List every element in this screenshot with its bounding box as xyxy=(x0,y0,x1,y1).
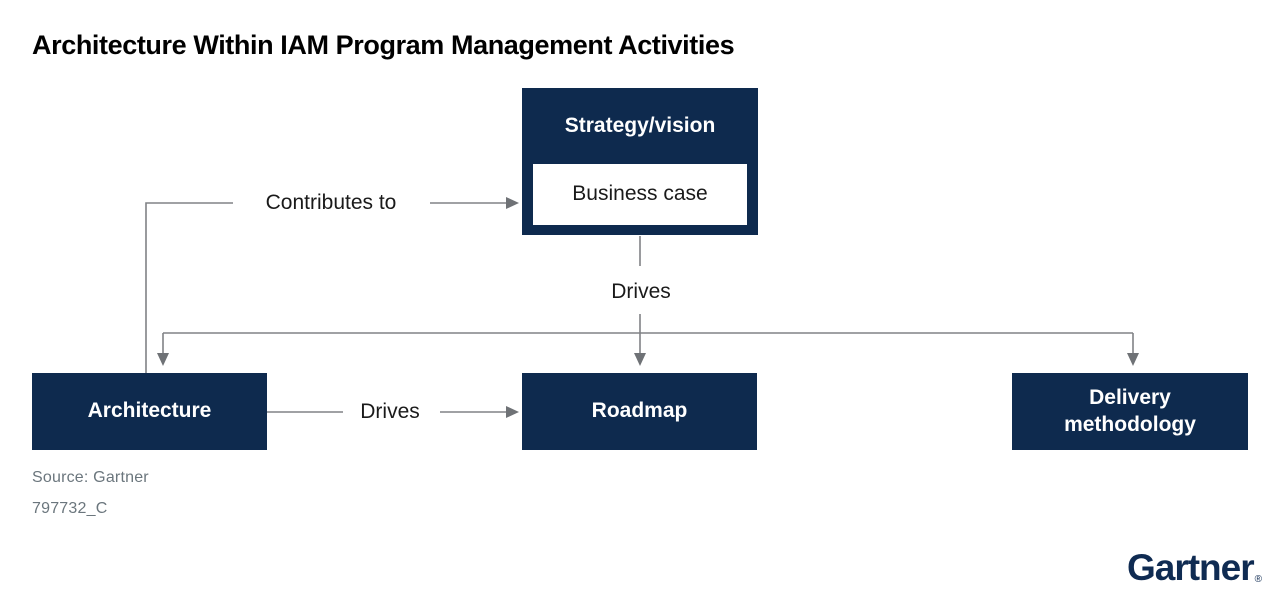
node-roadmap: Roadmap xyxy=(522,373,757,450)
node-roadmap-label: Roadmap xyxy=(591,399,688,423)
node-business-case: Business case xyxy=(533,164,747,225)
node-architecture-label: Architecture xyxy=(87,399,212,423)
arrowhead-into-strategy xyxy=(506,197,519,209)
registered-trademark-icon: ® xyxy=(1254,574,1262,585)
node-architecture: Architecture xyxy=(32,373,267,450)
gartner-logo-wordmark: Gartner xyxy=(1126,547,1255,588)
gartner-logo: Gartner® xyxy=(1126,547,1262,588)
arrowhead-into-delivery xyxy=(1127,353,1139,366)
node-delivery-methodology-label: Delivery methodology xyxy=(1064,386,1196,436)
node-strategy-vision-label: Strategy/vision xyxy=(564,113,716,137)
edge-label-drives-mid: Drives xyxy=(356,400,424,424)
arrowhead-into-architecture xyxy=(157,353,169,366)
edge-architecture-to-strategy xyxy=(145,202,233,373)
edge-label-contributes-to: Contributes to xyxy=(261,191,401,215)
node-delivery-methodology: Delivery methodology xyxy=(1012,373,1248,450)
source-note: Source: Gartner xyxy=(32,469,149,486)
page-title: Architecture Within IAM Program Manageme… xyxy=(32,30,735,60)
node-business-case-label: Business case xyxy=(572,182,708,206)
arrowhead-into-roadmap-left xyxy=(506,406,519,418)
arrowhead-into-roadmap-top xyxy=(634,353,646,366)
node-strategy-vision: Strategy/vision Business case xyxy=(522,88,758,235)
edge-label-drives-top: Drives xyxy=(607,280,675,304)
figure-id: 797732_C xyxy=(32,500,108,517)
